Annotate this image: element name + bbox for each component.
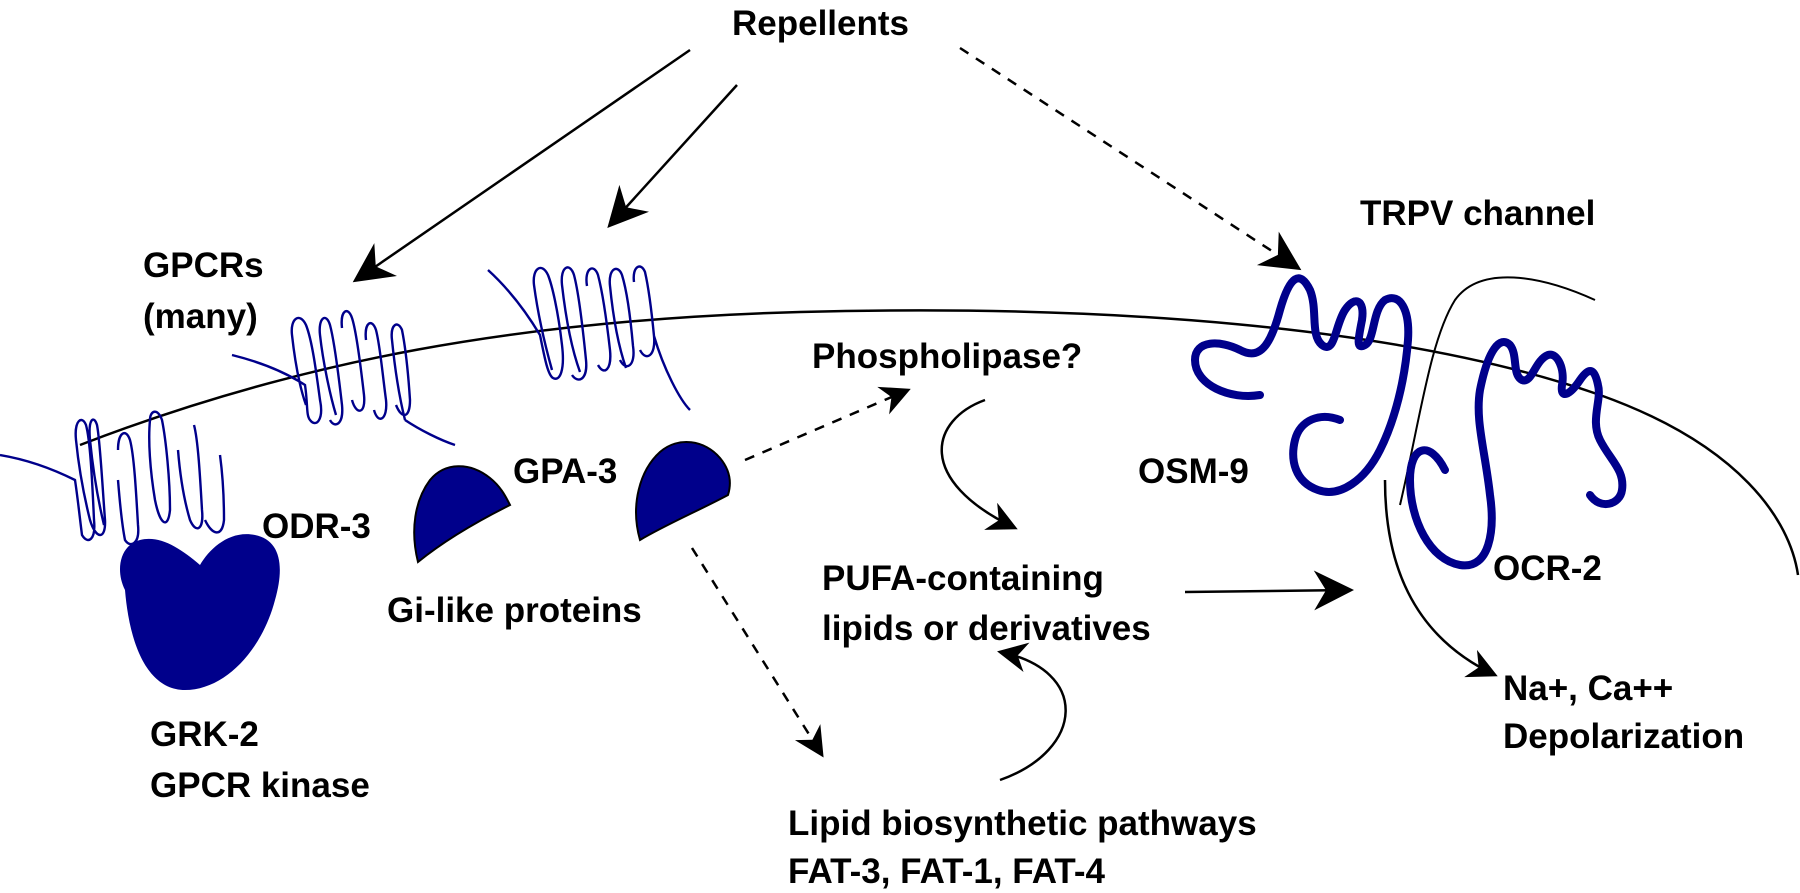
pufa-to-channel-arrow (1184, 570, 1354, 611)
trpv-channel-label: TRPV channel (1360, 194, 1595, 233)
lipids-derivatives-label: lipids or derivatives (822, 609, 1151, 648)
gpcr-receptor-2 (231, 309, 456, 447)
repellents-to-gpcrs-arrow (352, 48, 691, 283)
fat-genes-label: FAT-3, FAT-1, FAT-4 (788, 852, 1106, 891)
ions-label: Na+, Ca++ (1503, 669, 1673, 708)
repellents-label: Repellents (732, 4, 909, 43)
gpa3-to-phospholipase-arrow (744, 386, 911, 462)
gpcr-receptor-1 (0, 410, 226, 546)
osm-9-label: OSM-9 (1138, 452, 1249, 491)
gpa-3-label: GPA-3 (513, 452, 617, 491)
lipid-pathway-to-pufa-arrow (997, 642, 1067, 782)
gpa3-to-lipid-pathway-arrow (690, 547, 824, 758)
gpcr-receptor-3 (487, 265, 691, 411)
repellents-to-gpa3-arrow (607, 84, 738, 228)
channel-to-ions-arrow (1383, 479, 1498, 678)
odr-3-gi-protein (413, 465, 512, 564)
pufa-label: PUFA-containing (822, 559, 1104, 598)
grk-2-label: GRK-2 (150, 715, 259, 754)
osm-9-channel (1191, 274, 1413, 496)
odr-3-label: ODR-3 (262, 507, 371, 546)
phospholipase-label: Phospholipase? (812, 337, 1082, 376)
ocr-2-label: OCR-2 (1493, 549, 1602, 588)
grk-2-kinase (120, 534, 280, 690)
lipid-pathways-label: Lipid biosynthetic pathways (788, 804, 1257, 843)
gpcrs-label: GPCRs (143, 246, 264, 285)
repellents-to-trpv-arrow (959, 46, 1302, 271)
membrane-segment (1399, 276, 1596, 506)
phospholipase-to-pufa-arrow (940, 398, 1018, 530)
ocr-2-channel (1406, 338, 1627, 570)
gpcrs-many-label: (many) (143, 297, 258, 336)
gpcr-kinase-label: GPCR kinase (150, 766, 370, 805)
gi-like-proteins-label: Gi-like proteins (387, 591, 642, 630)
depolarization-label: Depolarization (1503, 717, 1744, 756)
gpa-3-gi-protein (635, 440, 731, 542)
